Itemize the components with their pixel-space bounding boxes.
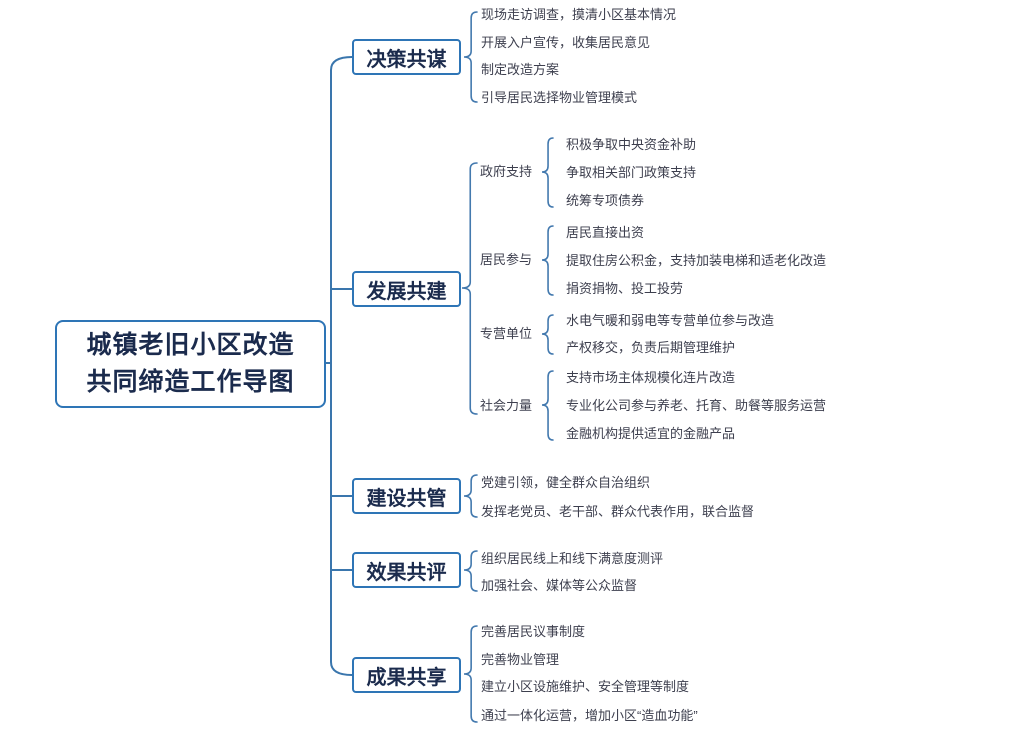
- leaf-item[interactable]: 完善居民议事制度: [481, 624, 586, 639]
- leaf-item[interactable]: 建立小区设施维护、安全管理等制度: [481, 679, 690, 694]
- subbranch-node-government[interactable]: 政府支持: [480, 164, 533, 179]
- brace-connector: [463, 11, 478, 103]
- leaf-item[interactable]: 支持市场主体规模化连片改造: [566, 370, 736, 385]
- branch-node-sharing[interactable]: 成果共享: [352, 657, 461, 693]
- leaf-item[interactable]: 积极争取中央资金补助: [566, 137, 697, 152]
- branch-node-management[interactable]: 建设共管: [352, 478, 461, 514]
- leaf-item[interactable]: 专业化公司参与养老、托育、助餐等服务运营: [566, 398, 827, 413]
- leaf-item[interactable]: 党建引领，健全群众自治组织: [481, 475, 651, 490]
- brace-connector: [541, 225, 554, 296]
- branch-node-decision[interactable]: 决策共谋: [352, 39, 461, 75]
- leaf-item[interactable]: 通过一体化运营，增加小区“造血功能”: [481, 708, 698, 723]
- leaf-item[interactable]: 制定改造方案: [481, 62, 560, 77]
- brace-connector: [541, 314, 554, 355]
- leaf-item[interactable]: 金融机构提供适宜的金融产品: [566, 426, 736, 441]
- brace-connector: [463, 550, 478, 592]
- subbranch-node-residents[interactable]: 居民参与: [480, 252, 533, 267]
- leaf-item[interactable]: 发挥老党员、老干部、群众代表作用，联合监督: [481, 504, 755, 519]
- branch-node-evaluation[interactable]: 效果共评: [352, 552, 461, 588]
- branch-node-development[interactable]: 发展共建: [352, 271, 461, 307]
- root-title-line1: 城镇老旧小区改造: [86, 331, 295, 359]
- brace-connector: [463, 474, 478, 518]
- brace-connector: [461, 162, 478, 415]
- brace-connector: [541, 370, 554, 441]
- leaf-item[interactable]: 加强社会、媒体等公众监督: [481, 578, 638, 593]
- leaf-item[interactable]: 争取相关部门政策支持: [566, 165, 697, 180]
- leaf-item[interactable]: 开展入户宣传，收集居民意见: [481, 35, 651, 50]
- leaf-item[interactable]: 组织居民线上和线下满意度测评: [481, 551, 664, 566]
- subbranch-node-social[interactable]: 社会力量: [480, 398, 533, 413]
- leaf-item[interactable]: 居民直接出资: [566, 225, 645, 240]
- root-title-line2: 共同缔造工作导图: [86, 368, 295, 396]
- subbranch-node-franchise[interactable]: 专营单位: [480, 326, 533, 341]
- brace-connector: [541, 137, 554, 208]
- root-node[interactable]: 城镇老旧小区改造 共同缔造工作导图: [55, 320, 326, 408]
- leaf-item[interactable]: 统筹专项债券: [566, 193, 645, 208]
- leaf-item[interactable]: 水电气暖和弱电等专营单位参与改造: [566, 313, 775, 328]
- brace-connector: [463, 625, 478, 723]
- leaf-item[interactable]: 提取住房公积金，支持加装电梯和适老化改造: [566, 253, 827, 268]
- leaf-item[interactable]: 捐资捐物、投工投劳: [566, 281, 684, 296]
- leaf-item[interactable]: 引导居民选择物业管理模式: [481, 90, 638, 105]
- branch-spine-line: [330, 56, 353, 676]
- leaf-item[interactable]: 现场走访调查，摸清小区基本情况: [481, 7, 677, 22]
- leaf-item[interactable]: 产权移交，负责后期管理维护: [566, 340, 736, 355]
- leaf-item[interactable]: 完善物业管理: [481, 652, 560, 667]
